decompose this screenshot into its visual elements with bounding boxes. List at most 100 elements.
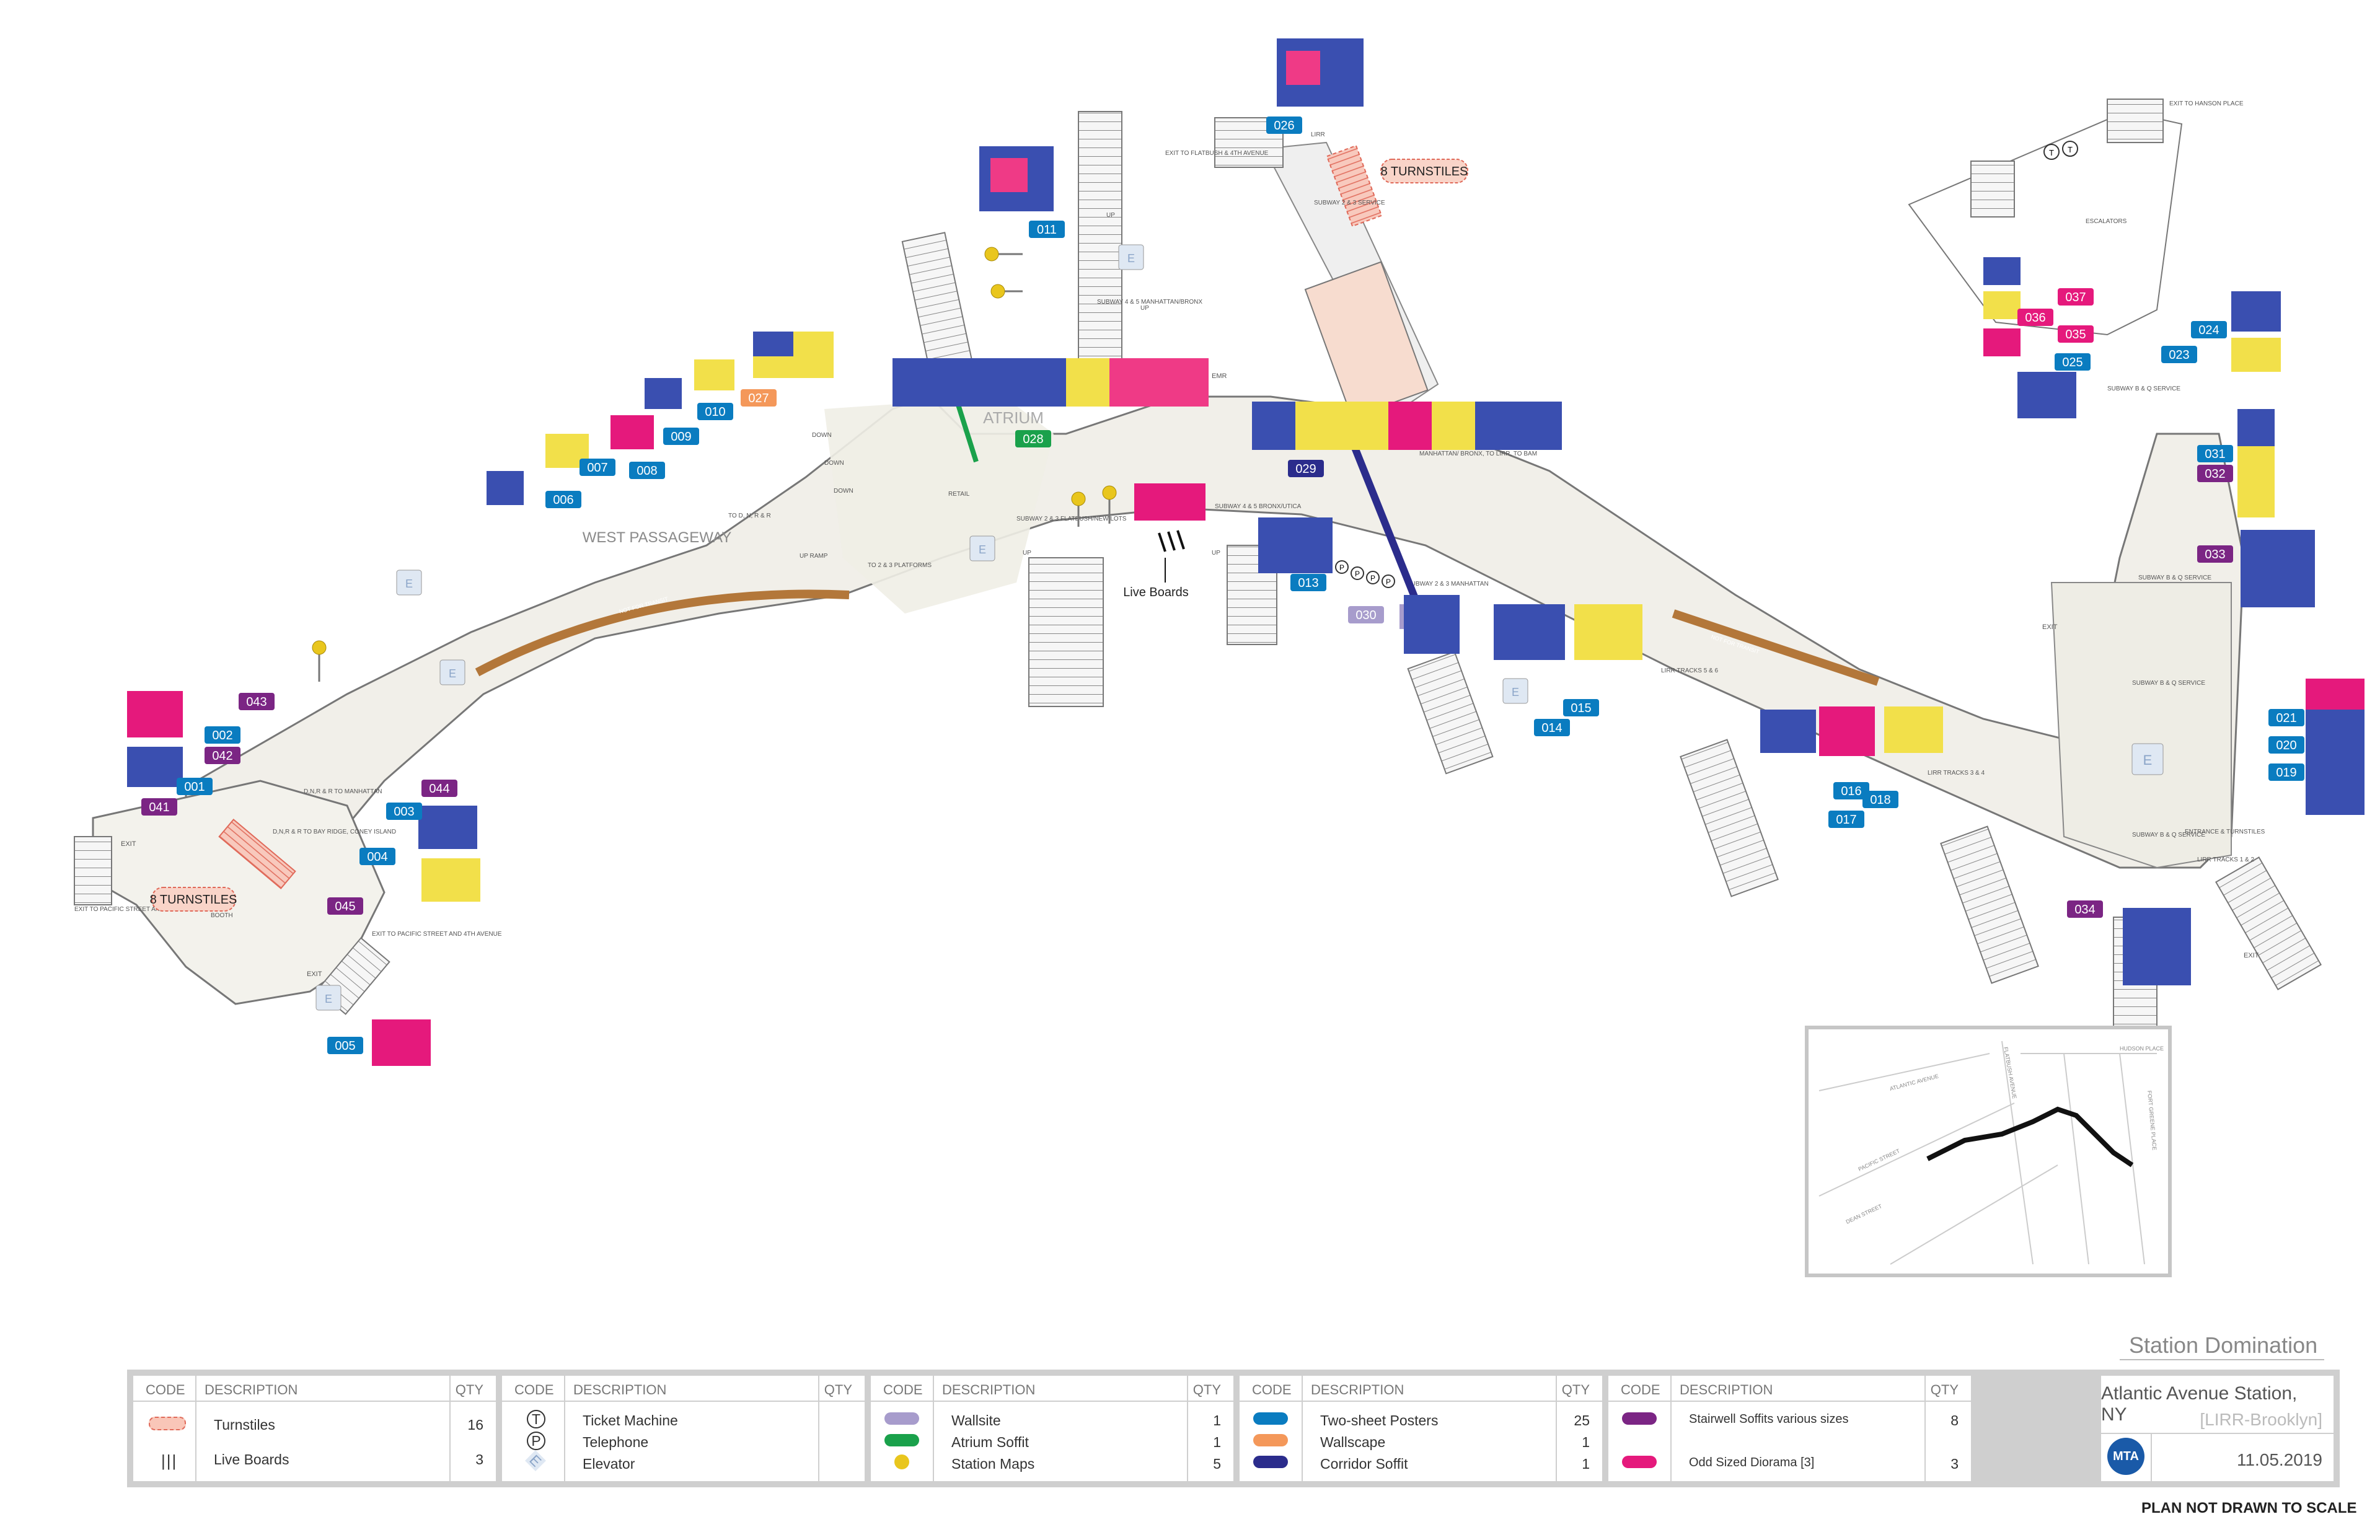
elevator-icon: E [439, 659, 465, 685]
svg-text:P: P [1355, 570, 1360, 578]
code-008[interactable]: 008 [629, 462, 665, 479]
svg-text:017: 017 [1836, 813, 1856, 827]
live-boards-label: Live Boards [1123, 586, 1189, 599]
svg-text:045: 045 [335, 900, 355, 913]
legend-row-corridor-soffit: Corridor Soffit 1 [1240, 1453, 1602, 1473]
station-map-pin [312, 640, 327, 682]
code-041[interactable]: 041 [141, 798, 177, 816]
station-map-markers [312, 247, 1117, 682]
svg-text:003: 003 [394, 805, 414, 819]
code-030[interactable]: 030 [1348, 606, 1384, 623]
svg-text:036: 036 [2025, 311, 2045, 325]
code-011[interactable]: 011 [1029, 221, 1065, 238]
code-027[interactable]: 027 [741, 389, 777, 407]
svg-text:E: E [1127, 252, 1135, 265]
code-021[interactable]: 021 [2268, 709, 2304, 726]
code-013[interactable]: 013 [1290, 574, 1326, 591]
code-017[interactable]: 017 [1828, 811, 1864, 828]
station-subtitle: [LIRR-Brooklyn] [2200, 1410, 2322, 1429]
code-033[interactable]: 033 [2197, 545, 2233, 563]
code-009[interactable]: 009 [663, 428, 699, 445]
code-006[interactable]: 006 [545, 491, 581, 508]
walkway-band-west [475, 589, 850, 677]
code-014[interactable]: 014 [1534, 719, 1570, 736]
note-manhattan-lirr: MANHATTAN/ BRONX, TO LIRR, TO BAM [1419, 451, 1537, 457]
code-043[interactable]: 043 [239, 693, 275, 710]
turnstile-bank [218, 819, 296, 889]
poster [645, 332, 834, 409]
svg-text:009: 009 [671, 430, 691, 444]
code-004[interactable]: 004 [359, 848, 395, 865]
code-019[interactable]: 019 [2268, 763, 2304, 781]
code-032[interactable]: 032 [2197, 465, 2233, 482]
code-010[interactable]: 010 [697, 403, 733, 420]
code-003[interactable]: 003 [386, 803, 422, 820]
code-020[interactable]: 020 [2268, 736, 2304, 754]
legend-row-wallscape: Wallscape 1 [1240, 1432, 1602, 1451]
code-018[interactable]: 018 [1862, 791, 1898, 808]
code-029[interactable]: 029 [1288, 460, 1324, 477]
code-026[interactable]: 026 [1266, 117, 1302, 134]
code-028[interactable]: 028 [1015, 430, 1051, 447]
telephone-icon: P [527, 1432, 545, 1450]
svg-text:P: P [1339, 563, 1344, 572]
svg-text:029: 029 [1295, 462, 1316, 476]
svg-text:014: 014 [1541, 721, 1562, 735]
telephone-icon: P [1335, 560, 1349, 574]
code-016[interactable]: 016 [1833, 782, 1869, 799]
svg-text:8 TURNSTILES: 8 TURNSTILES [150, 893, 237, 907]
code-037[interactable]: 037 [2058, 288, 2094, 306]
note-bq: SUBWAY B & Q SERVICE [2132, 680, 2205, 687]
east-concourse-floor [2050, 582, 2232, 869]
svg-text:032: 032 [2205, 467, 2225, 481]
code-024[interactable]: 024 [2191, 321, 2227, 338]
legend-row-stairwell-soffits: Stairwell Soffits various sizes 8 [1608, 1410, 1971, 1430]
code-036[interactable]: 036 [2017, 309, 2053, 326]
code-034[interactable]: 034 [2067, 900, 2103, 918]
note-exit: EXIT [2244, 952, 2259, 959]
svg-text:P: P [1386, 578, 1391, 586]
legend-row-turnstiles: Turnstiles 16 [133, 1414, 496, 1434]
code-025[interactable]: 025 [2055, 353, 2091, 371]
svg-text:E: E [1512, 686, 1519, 698]
poster [127, 691, 183, 787]
code-015[interactable]: 015 [1563, 699, 1599, 716]
ticket-machine-icon: T [527, 1410, 545, 1428]
poster [2306, 679, 2365, 815]
station-floor [92, 110, 2245, 1005]
stair [2215, 856, 2322, 990]
atrium-floor [824, 397, 1054, 614]
svg-text:016: 016 [1841, 785, 1861, 798]
code-023[interactable]: 023 [2161, 346, 2197, 363]
poster [1983, 257, 2076, 418]
code-044[interactable]: 044 [421, 780, 457, 797]
code-005[interactable]: 005 [327, 1037, 363, 1054]
svg-text:002: 002 [212, 729, 232, 742]
note-down: DOWN [824, 460, 844, 467]
note-escalators: ESCALATORS [2086, 218, 2127, 225]
telephones: P P P P T T [1335, 141, 2078, 588]
code-035[interactable]: 035 [2058, 325, 2094, 343]
note-exit: EXIT [2042, 623, 2058, 631]
code-042[interactable]: 042 [205, 747, 240, 764]
note-lirr-34: LIRR TRACKS 3 & 4 [1928, 770, 1985, 777]
svg-text:037: 037 [2065, 291, 2086, 304]
atrium-soffit [955, 402, 979, 463]
svg-text:E: E [449, 667, 456, 680]
walkway-band-east [1672, 609, 1880, 686]
code-002[interactable]: 002 [205, 726, 240, 744]
note-subway-23-manhattan: SUBWAY 2 & 3 MANHATTAN [1407, 581, 1489, 587]
code-045[interactable]: 045 [327, 897, 363, 915]
svg-text:E: E [979, 543, 986, 556]
code-007[interactable]: 007 [580, 459, 615, 476]
code-001[interactable]: 001 [177, 778, 213, 795]
poster [372, 806, 480, 1066]
legend-row-atrium-soffit: Atrium Soffit 1 [871, 1432, 1233, 1451]
note-up-ramp: UP RAMP [800, 553, 828, 560]
turnstile-callout [1380, 159, 1468, 183]
note-subway-23-service: SUBWAY 2 & 3 SERVICE [1314, 200, 1385, 206]
code-031[interactable]: 031 [2197, 445, 2233, 462]
